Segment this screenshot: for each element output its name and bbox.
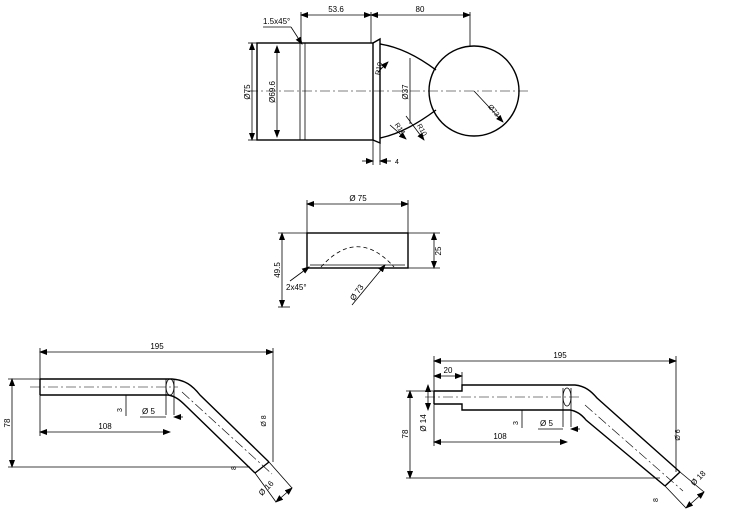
pin-2-dia14-label: Ø 14 [419,414,428,432]
ball-neck-top [379,43,437,71]
cup-chamfer-label: 2x45° [286,283,307,292]
pin-1-dia-large-label: Ø 16 [257,479,276,498]
pin-2-view: 195 20 78 Ø 14 108 Ø 5 3 Ø 6 Ø 18 8 [401,351,708,509]
pin-1-height-label: 78 [3,418,12,427]
ball-len-right-label: 80 [416,5,425,14]
pin-1-view: 195 78 108 Ø 5 3 Ø 8 Ø 16 8 [3,342,293,503]
pin-2-straight-label: 108 [493,432,507,441]
pin-2-step-label: 20 [444,366,453,375]
ball-dia-inner-label: Ø69.6 [268,81,277,103]
ball-chamfer-label: 1.5x45° [263,17,290,26]
pin-2-dia18-label: Ø 18 [689,469,708,488]
ball-r10-top-label: R10 [375,62,384,76]
pin-2-height-label: 78 [401,429,410,438]
pin-2-hole-offset-label: 3 [513,421,520,425]
ball-body-outline [256,42,374,141]
pin-1-end-label: 8 [231,466,238,470]
ball-offset-label: 4 [395,159,399,166]
ball-len-left-label: 53.6 [328,5,344,14]
pin-2-end-label: 8 [653,498,660,502]
pin-1-dia-small-label: Ø 8 [261,415,268,426]
cup-dia-label: Ø 75 [349,194,367,203]
ball-head-view: 53.6 80 1.5x45° Ø75 Ø69.6 R10 Ø37 R14 R1… [243,5,528,166]
pin-2-dia6-label: Ø 6 [675,429,682,440]
pin-2-length-label: 195 [553,351,567,360]
ball-dia-outer-label: Ø75 [243,84,252,100]
pin-2-bottom-edge [434,403,666,487]
cup-height-total-label: 49.5 [273,262,282,278]
pin-1-hole-label: Ø 5 [142,407,155,416]
pin-2-hole-label: Ø 5 [540,419,553,428]
pin-1-top-edge [40,378,270,463]
pin-2-top-edge [434,384,681,473]
cup-view: Ø 75 49.5 25 2x45° Ø 73 [273,194,443,308]
pin-1-length-label: 195 [150,342,164,351]
ball-neck-bottom [379,109,437,139]
pin-1-bottom-edge [40,394,256,474]
pin-1-straight-label: 108 [98,422,112,431]
cup-height-depth-label: 25 [434,246,443,255]
cup-sphere-dia-label: Ø 73 [348,282,366,302]
cup-outline [306,232,409,269]
ball-neck-dia-label: Ø37 [401,84,410,100]
pin-1-hole-offset-label: 3 [117,408,124,412]
cup-spherical-recess [320,246,395,268]
